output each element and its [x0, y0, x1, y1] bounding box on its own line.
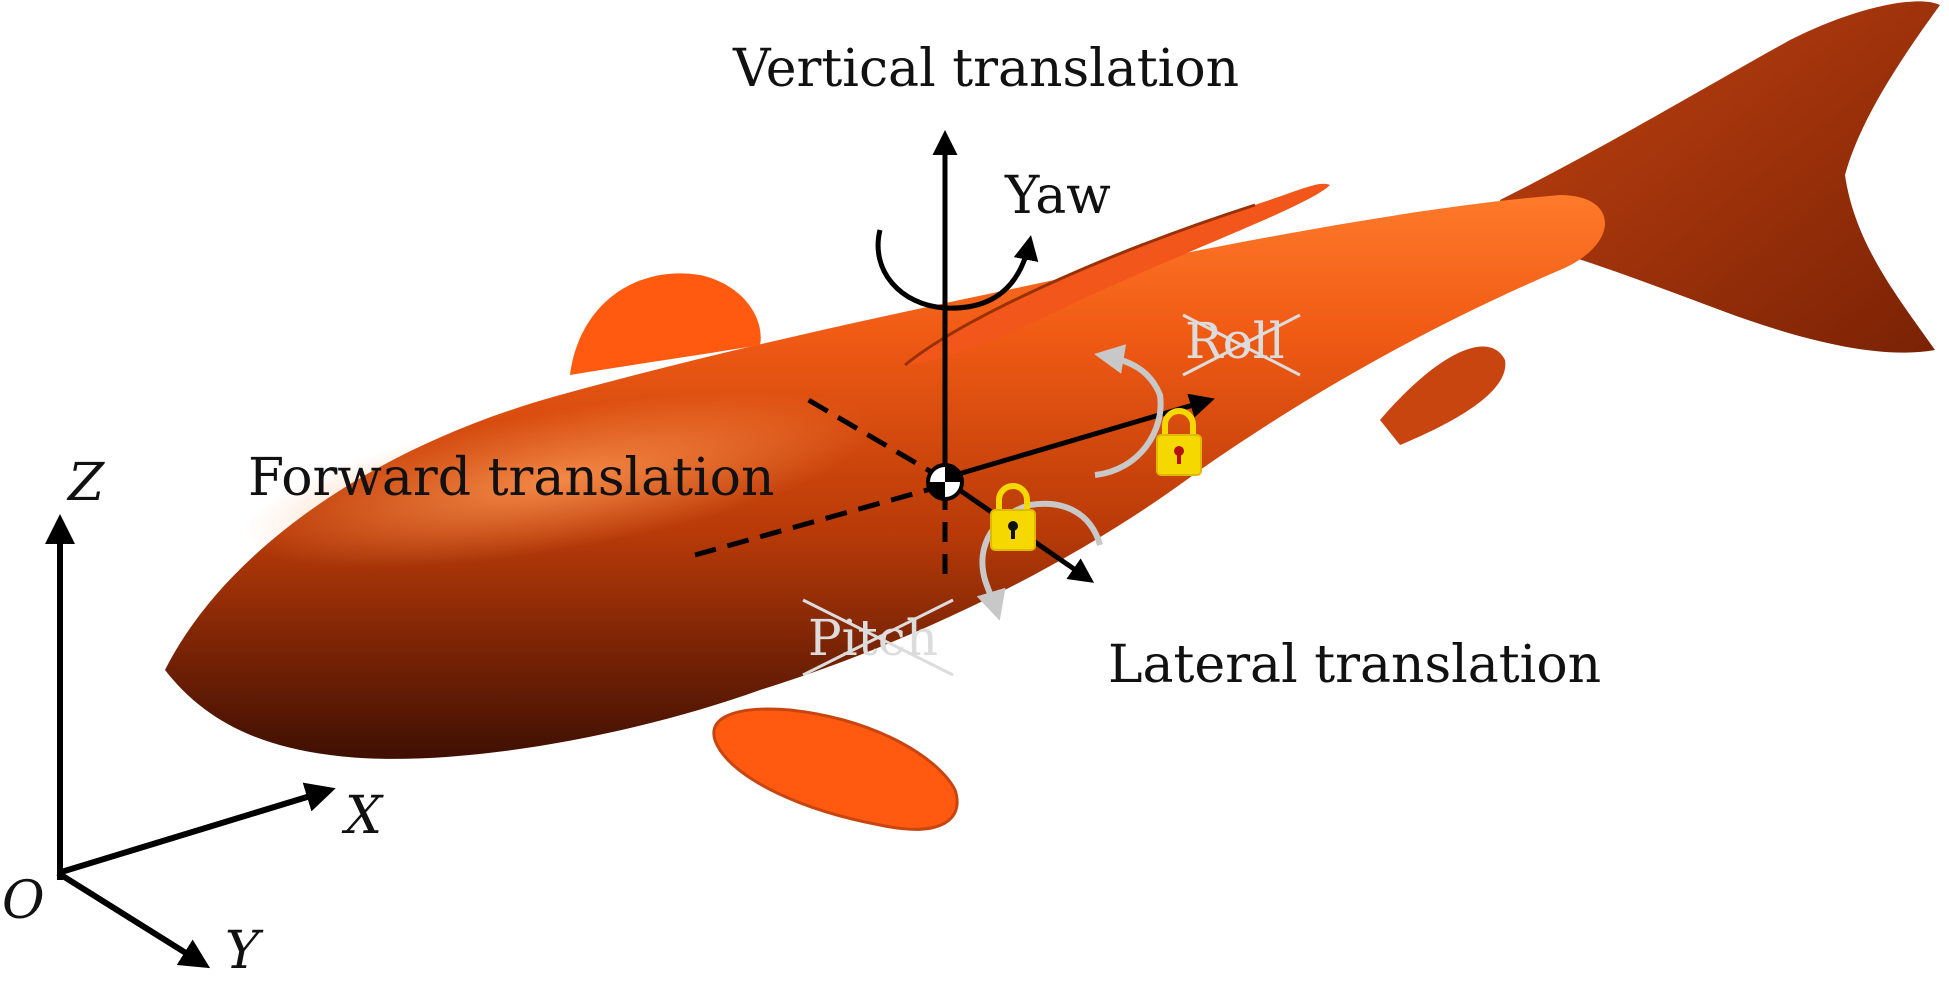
forward-translation-arrow: [944, 393, 1215, 481]
far-pelvic-fin: [1380, 346, 1506, 445]
origin-label: O: [2, 871, 45, 931]
lateral-axis-dashed: [798, 392, 947, 483]
yaw-label: Yaw: [1004, 166, 1111, 226]
dorsal-fin-edge: [904, 203, 1256, 367]
yaw-arrow: [875, 229, 1039, 311]
lock-icon: [1156, 408, 1202, 476]
vertical-translation-label: Vertical translation: [732, 39, 1239, 99]
lock-icon: [990, 483, 1036, 551]
dorsal-fin: [905, 183, 1330, 365]
y-axis-label: Y: [225, 921, 264, 977]
body-highlight: [244, 391, 876, 569]
world-frame: O Z X Y: [2, 453, 384, 981]
roll-label-struck: Roll: [1182, 312, 1301, 377]
roll-arrow-locked: [1094, 344, 1164, 478]
lower-pectoral-fin: [712, 707, 959, 831]
x-axis-arrow: [57, 782, 336, 876]
x-axis-label: X: [341, 786, 384, 846]
center-of-mass-icon: [926, 463, 964, 501]
fish-main-body: [165, 195, 1605, 759]
fish-body: [165, 1, 1940, 831]
caudal-fin: [1500, 1, 1940, 353]
upper-pectoral-fin: [570, 273, 761, 375]
pitch-label-struck: Pitch: [802, 598, 954, 677]
lateral-translation-label: Lateral translation: [1108, 635, 1601, 695]
forward-axis-dashed: [694, 482, 946, 558]
z-axis-label: Z: [66, 453, 105, 513]
forward-translation-label: Forward translation: [248, 448, 774, 508]
y-axis-arrow: [56, 870, 211, 969]
